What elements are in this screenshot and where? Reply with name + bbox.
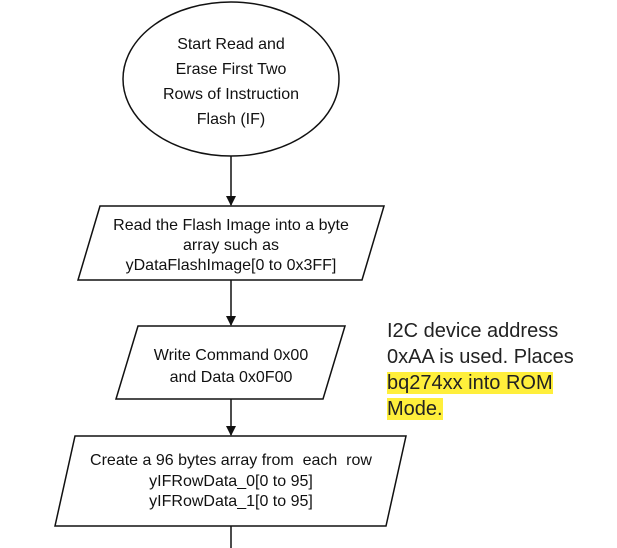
note-line-2: 0xAA is used. Places	[387, 346, 574, 368]
note-highlight-2: Mode.	[387, 398, 443, 420]
annotation-note: I2C device address 0xAA is used. Places …	[387, 318, 617, 422]
start-node-label-4: Flash (IF)	[197, 111, 265, 128]
start-node-label-1: Start Read and	[177, 36, 285, 53]
step2-label-2: and Data 0x0F00	[170, 369, 293, 386]
start-node	[122, 1, 340, 157]
step3-label-1: Create a 96 bytes array from each row	[90, 452, 372, 469]
step-write-command	[114, 325, 347, 400]
step-create-row-arrays	[54, 435, 407, 527]
note-highlight-1: bq274xx into ROM	[387, 372, 553, 394]
step2-label-1: Write Command 0x00	[154, 347, 309, 364]
step1-label-3: yDataFlashImage[0 to 0x3FF]	[126, 257, 337, 274]
step-read-flash-image	[76, 205, 386, 281]
step3-label-2: yIFRowData_0[0 to 95]	[149, 473, 313, 490]
step1-label-1: Read the Flash Image into a byte	[113, 217, 349, 234]
start-node-label-2: Erase First Two	[176, 61, 287, 78]
step3-label-3: yIFRowData_1[0 to 95]	[149, 493, 313, 510]
start-node-label-3: Rows of Instruction	[163, 86, 299, 103]
note-line-1: I2C device address	[387, 320, 559, 342]
step1-label-2: array such as	[183, 237, 279, 254]
